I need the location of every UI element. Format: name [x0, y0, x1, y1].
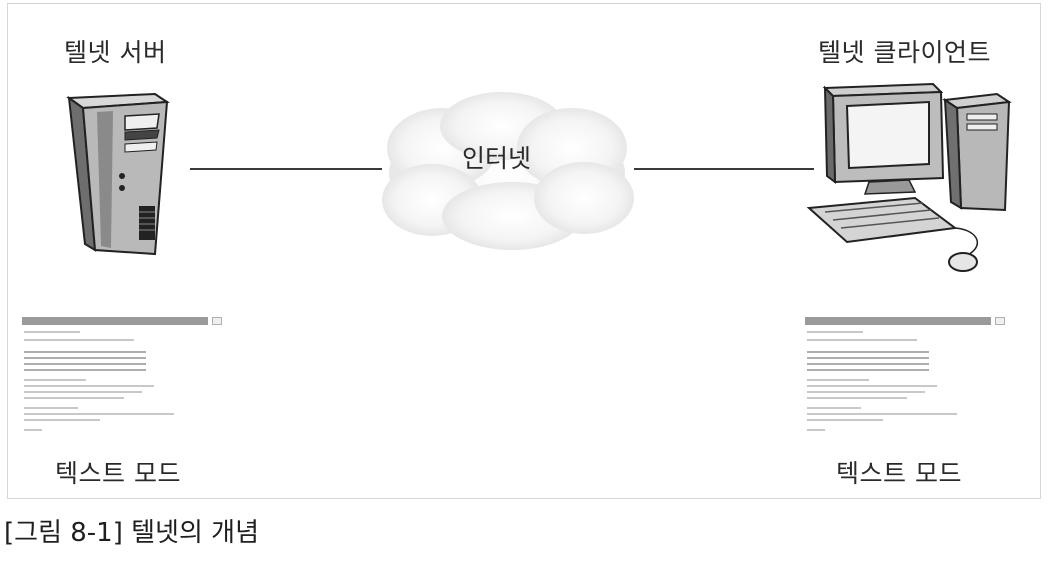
- window-close-icon: [995, 317, 1005, 325]
- left-terminal-screenshot: [22, 317, 222, 447]
- client-link-line: [634, 168, 814, 170]
- figure-caption: [그림 8-1] 텔넷의 개념: [4, 518, 259, 548]
- terminal-titlebar: [805, 317, 991, 325]
- server-link-line: [190, 168, 382, 170]
- right-mode-label: 텍스트 모드: [836, 459, 962, 488]
- window-close-icon: [212, 317, 222, 325]
- terminal-titlebar: [22, 317, 208, 325]
- right-terminal-screenshot: [805, 317, 1005, 447]
- client-computer-icon: [806, 82, 1012, 272]
- cloud-icon: [382, 92, 634, 250]
- server-label: 텔넷 서버: [64, 38, 167, 67]
- client-label: 텔넷 클라이언트: [818, 38, 991, 67]
- server-tower-icon: [66, 92, 170, 256]
- network-label: 인터넷: [462, 144, 532, 173]
- left-mode-label: 텍스트 모드: [55, 459, 181, 488]
